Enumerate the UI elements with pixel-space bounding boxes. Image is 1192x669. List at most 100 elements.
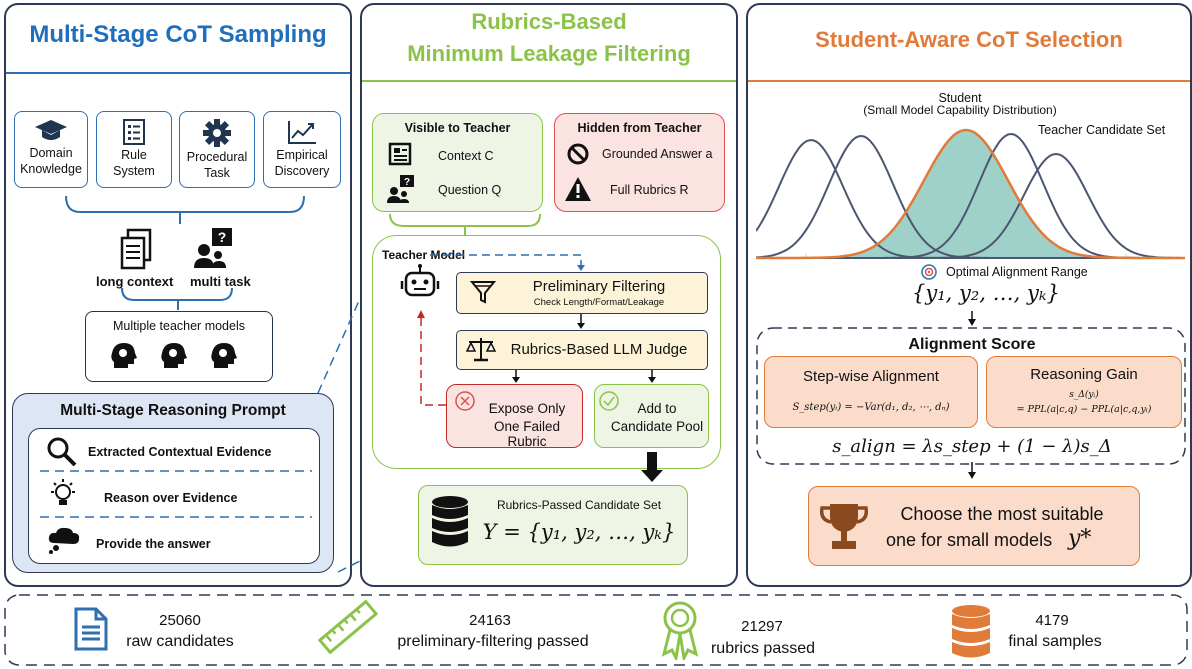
stat-value-prelim: 24163: [469, 612, 511, 629]
alignment-score-frame: [756, 327, 1186, 465]
svg-text:?: ?: [218, 229, 227, 245]
hidden-item-rubrics: Full Rubrics R: [610, 183, 689, 197]
document-icon: [74, 607, 108, 651]
teacher-model-label: Teacher Model: [382, 248, 466, 262]
choose-line-2: one for small models: [886, 530, 1053, 550]
database-icon: [432, 496, 468, 547]
lightbulb-icon: [51, 479, 75, 505]
reasoning-prompt-title: Multi-Stage Reasoning Prompt: [60, 402, 286, 419]
fail-line-1: Expose Only: [488, 401, 566, 416]
choose-model-box: [808, 486, 1140, 566]
question-user-icon: ?: [387, 175, 414, 203]
database-orange-icon: [952, 605, 990, 658]
prompt-divider-1: [40, 470, 312, 472]
award-ribbon-icon: [661, 601, 699, 660]
category-empirical-discovery: Empirical Discovery: [263, 111, 341, 188]
trophy-icon: [819, 504, 869, 549]
teacher-models-label: Multiple teacher models: [112, 319, 245, 333]
hidden-title: Hidden from Teacher: [577, 121, 702, 135]
stat-label-prelim: preliminary-filtering passed: [397, 633, 589, 650]
candidate-pool-box: [594, 384, 709, 448]
candidate-set-title: Rubrics-Passed Candidate Set: [496, 498, 662, 512]
teacher-flow-arrows: [417, 254, 663, 482]
choose-symbol: y*: [1068, 526, 1092, 551]
candidate-set-formula: Y = {y₁, y₂, …, yₖ}: [482, 520, 676, 544]
visible-to-teacher-box: [372, 113, 543, 212]
alignment-formula: s_align = λs_step + (1 − λ)s_Δ: [832, 436, 1112, 457]
prompt-step-3: Provide the answer: [96, 537, 211, 551]
category-label: Procedural Task: [186, 150, 248, 180]
stat-label-raw: raw candidates: [126, 633, 234, 650]
stat-value-raw: 25060: [159, 612, 201, 629]
category-procedural-task: Procedural Task: [179, 111, 255, 188]
visible-item-question: Question Q: [438, 183, 502, 197]
svg-text:?: ?: [404, 177, 410, 188]
category-label: Domain Knowledge: [20, 146, 82, 176]
scales-icon: [466, 338, 496, 362]
reasoning-gain-box: [986, 356, 1182, 428]
teacher-set-label: Teacher Candidate Set: [1038, 123, 1166, 137]
capability-distribution-plot: [756, 128, 1186, 260]
graduation-cap-icon: [35, 120, 67, 140]
robot-icon: [400, 264, 440, 297]
stat-label-rubrics: rubrics passed: [710, 640, 816, 657]
reasoning-gain-formula-2: = PPL(a|c,q) − PPL(a|c,q,yᵢ): [1016, 404, 1152, 415]
prompt-divider-2: [40, 516, 312, 518]
category-bracket: [65, 195, 305, 310]
reasoning-gain-title: Reasoning Gain: [1030, 366, 1138, 383]
student-label-2: (Small Model Capability Distribution): [863, 103, 1057, 117]
fail-x-icon: [455, 391, 475, 411]
funnel-icon: [470, 281, 496, 304]
panel3-title: Student-Aware CoT Selection: [815, 27, 1123, 52]
pass-line-2: Candidate Pool: [610, 419, 704, 434]
llm-judge-label: Rubrics-Based LLM Judge: [510, 341, 688, 358]
hidden-item-answer: Grounded Answer a: [602, 147, 713, 161]
warning-icon: [565, 177, 591, 201]
long-context-label: long context: [96, 274, 174, 289]
category-rule-system: Rule System: [96, 111, 172, 188]
reasoning-gain-formula-1: s_Δ(yᵢ): [1069, 390, 1099, 400]
stat-value-final: 4179: [1035, 612, 1069, 629]
panel2-title-line1: Rubrics-Based: [471, 9, 627, 34]
optimal-range-label: Optimal Alignment Range: [946, 265, 1088, 279]
multi-task-icon: ?: [194, 228, 232, 268]
student-distribution-area: [756, 130, 1186, 258]
stepwise-title: Step-wise Alignment: [803, 368, 939, 385]
preliminary-filtering-box: [456, 272, 708, 314]
panel2-title-rule: [362, 80, 736, 82]
panel3-title-rule: [748, 80, 1190, 82]
stepwise-formula: S_step(yᵢ) = −Var(d₁, d₂, ⋯, dₙ): [792, 402, 950, 413]
pass-line-1: Add to: [637, 401, 677, 416]
teacher-heads-icon: [111, 343, 237, 368]
panel2-title-line2: Minimum Leakage Filtering: [407, 41, 691, 66]
student-label-1: Student: [938, 91, 982, 105]
target-icon: [921, 264, 937, 280]
panel1-title-rule: [6, 72, 350, 74]
alignment-score-title: Alignment Score: [908, 336, 1036, 353]
prompt-step-1: Extracted Contextual Evidence: [88, 445, 272, 459]
choose-line-1: Choose the most suitable: [900, 504, 1104, 524]
stat-value-rubrics: 21297: [741, 618, 783, 635]
category-label: Empirical Discovery: [274, 148, 330, 178]
fail-rubric-box: [446, 384, 583, 448]
category-label: Rule System: [113, 148, 155, 178]
thought-cloud-icon: [48, 527, 80, 554]
selection-arrows: [968, 311, 976, 479]
stat-label-final: final samples: [1008, 633, 1102, 650]
long-context-icon: [120, 228, 152, 270]
magnifier-icon: [47, 437, 77, 467]
multi-task-label: multi task: [190, 274, 251, 289]
fail-line-2: One Failed Rubric: [493, 419, 561, 449]
context-doc-icon: [388, 142, 412, 166]
visible-item-context: Context C: [438, 149, 494, 163]
student-distribution-curve: [756, 128, 1185, 260]
stats-frame: [4, 594, 1188, 666]
gear-icon: [203, 119, 231, 147]
stepwise-alignment-box: [764, 356, 978, 428]
category-domain-knowledge: Domain Knowledge: [14, 111, 88, 188]
trend-chart-icon: [288, 121, 316, 144]
no-entry-icon: [567, 143, 589, 165]
llm-judge-box: [456, 330, 708, 370]
prompt-step-2: Reason over Evidence: [104, 491, 238, 505]
check-icon: [599, 391, 619, 411]
